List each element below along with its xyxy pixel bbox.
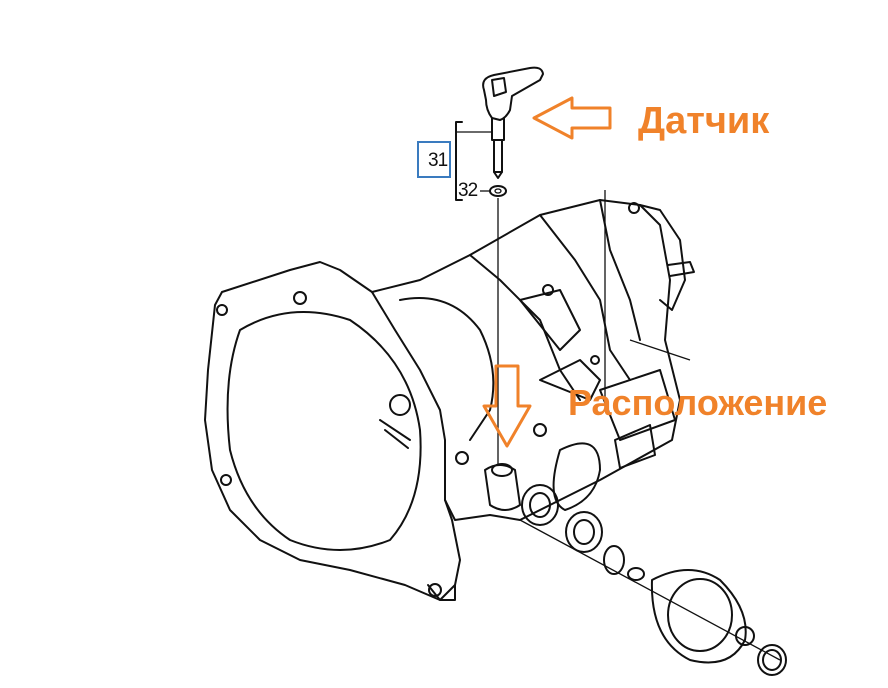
gearbox-case-drawing: [371, 190, 695, 521]
differential-parts-drawing: [519, 484, 787, 676]
location-label: Расположение: [568, 382, 828, 423]
part-number-31: 31: [428, 150, 448, 171]
bell-housing-drawing: [204, 261, 469, 601]
part-number-32: 32: [458, 180, 478, 201]
speed-sensor-drawing: [455, 66, 544, 465]
part-31-highlight-box: [417, 141, 451, 178]
sensor-label: Датчик: [638, 100, 770, 142]
arrow-down-icon: [482, 364, 532, 448]
arrow-left-icon: [532, 96, 612, 140]
